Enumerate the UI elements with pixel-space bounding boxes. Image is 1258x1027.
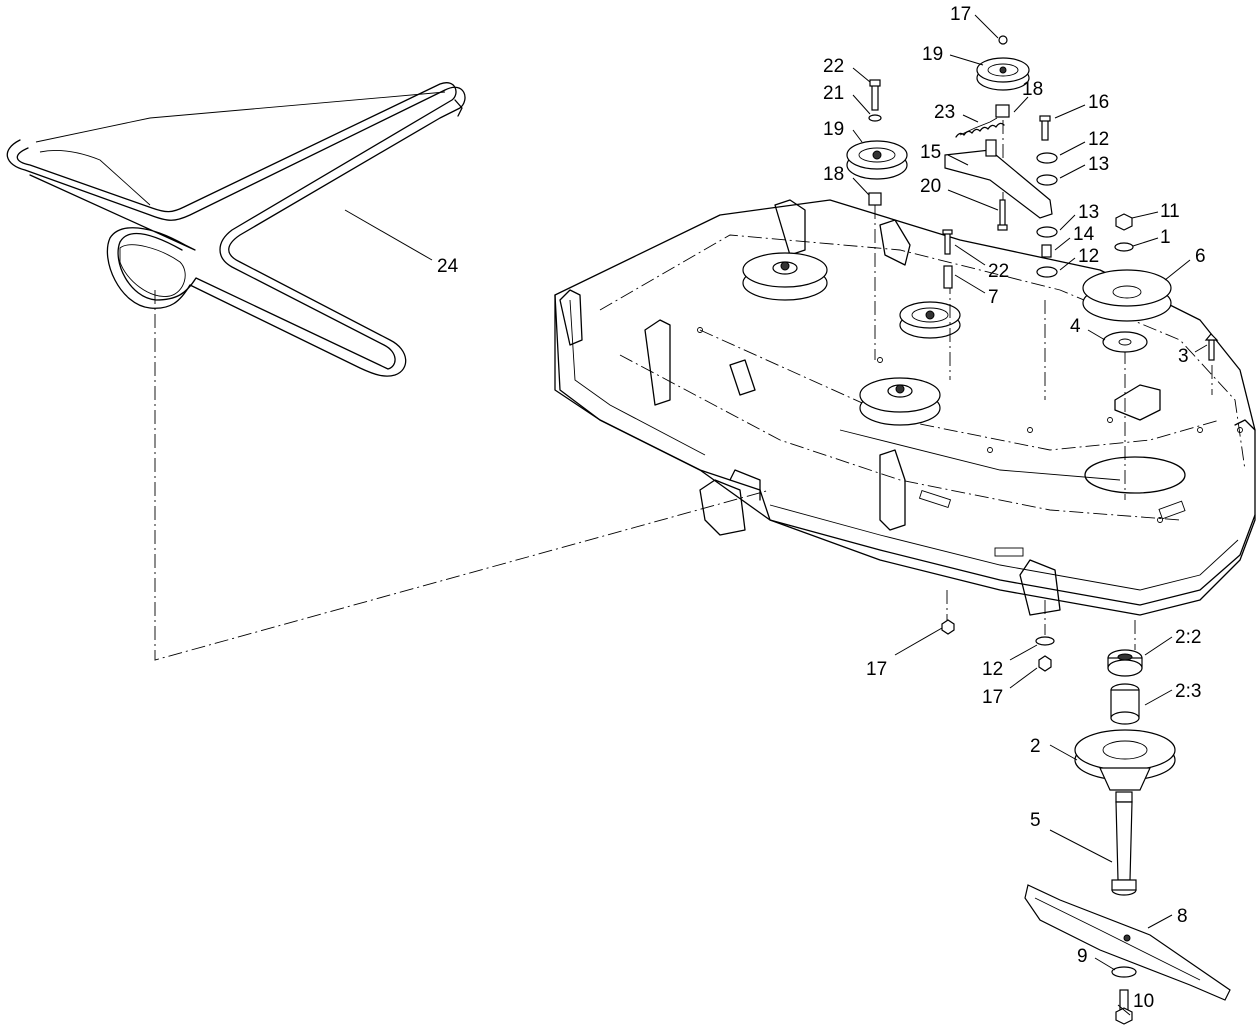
callout-9: 9 — [1077, 946, 1088, 967]
callout-22-left: 22 — [823, 56, 844, 77]
drive-belt — [6, 82, 466, 377]
callout-17-lower-left: 17 — [866, 659, 887, 680]
callout-11: 11 — [1160, 201, 1180, 222]
idler-arm-assembly — [944, 35, 1053, 231]
callout-21: 21 — [823, 83, 844, 104]
right-spindle-top-stack — [1082, 213, 1219, 361]
callout-20: 20 — [920, 176, 941, 197]
callout-19-top: 19 — [922, 44, 943, 65]
left-idler-stack — [846, 79, 908, 206]
left-spindle-pulley — [742, 252, 828, 301]
callout-16: 16 — [1088, 92, 1109, 113]
callout-5: 5 — [1030, 810, 1041, 831]
callout-1: 1 — [1160, 227, 1171, 248]
mower-deck — [554, 199, 1256, 616]
callout-2-2: 2:2 — [1175, 627, 1201, 648]
assembly-axis-lines — [874, 120, 1213, 650]
callout-13-upper: 13 — [1088, 154, 1109, 175]
idler-bolt-spacer — [942, 229, 953, 289]
callout-15: 15 — [920, 142, 941, 163]
callout-24: 24 — [437, 256, 459, 277]
callout-4: 4 — [1070, 316, 1081, 337]
lower-fasteners — [941, 619, 1055, 672]
callout-12-mid: 12 — [1078, 246, 1099, 267]
callout-6: 6 — [1195, 246, 1206, 267]
deck-idler-pulley — [899, 301, 961, 339]
callout-2: 2 — [1030, 736, 1041, 757]
callout-7: 7 — [988, 287, 999, 308]
callout-12-lower: 12 — [982, 659, 1003, 680]
spindle-assembly — [1024, 649, 1231, 1025]
callout-18-top: 18 — [1022, 79, 1043, 100]
callout-17-lower-right: 17 — [982, 687, 1003, 708]
callout-10: 10 — [1133, 991, 1154, 1012]
callout-19-left: 19 — [823, 119, 844, 140]
callout-23: 23 — [934, 102, 955, 123]
belt-routing-line — [154, 290, 771, 661]
callout-labels: 24 22 21 19 18 17 19 18 23 15 20 16 12 1… — [437, 4, 1206, 1012]
callout-17-top: 17 — [950, 4, 971, 25]
callout-13-lower: 13 — [1078, 202, 1099, 223]
leader-lines — [344, 14, 1208, 1016]
right-idler-hardware — [1036, 115, 1058, 278]
center-spindle-pulley — [859, 377, 941, 426]
callout-18-left: 18 — [823, 164, 844, 185]
callout-3: 3 — [1178, 346, 1189, 367]
callout-8: 8 — [1177, 906, 1188, 927]
callout-2-3: 2:3 — [1175, 681, 1201, 702]
callout-14: 14 — [1073, 224, 1095, 245]
callout-22-right: 22 — [988, 261, 1009, 282]
callout-12-upper: 12 — [1088, 129, 1109, 150]
